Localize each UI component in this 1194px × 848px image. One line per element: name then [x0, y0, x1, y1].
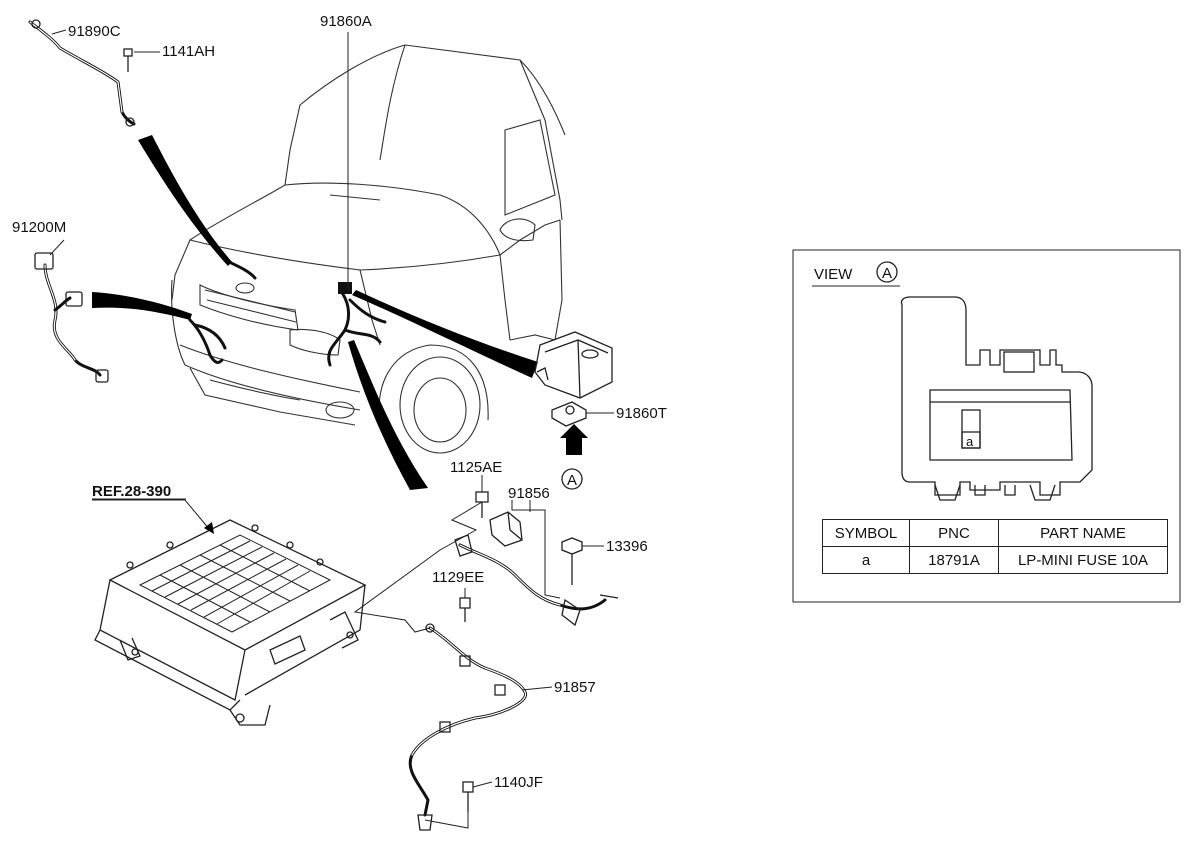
cell-pnc: 18791A	[909, 546, 999, 574]
part-91857-cable	[408, 623, 527, 831]
cell-part-name: LP-MINI FUSE 10A	[998, 546, 1168, 574]
label-91860a: 91860A	[320, 13, 372, 30]
label-1141ah: 1141AH	[162, 43, 215, 60]
part-91890c-cable	[28, 19, 136, 127]
vehicle-outline	[171, 44, 566, 454]
label-91200m: 91200M	[12, 219, 66, 236]
label-1125ae: 1125AE	[450, 459, 502, 476]
label-13396: 13396	[606, 538, 648, 555]
label-91857: 91857	[554, 679, 596, 696]
parts-table: SYMBOL PNC PART NAME a 18791A LP-MINI FU…	[822, 519, 1168, 574]
inverter-assembly	[94, 519, 367, 726]
label-91856: 91856	[508, 485, 550, 502]
header-symbol: SYMBOL	[822, 519, 910, 547]
part-91856-cable	[454, 511, 619, 627]
cell-symbol: a	[822, 546, 910, 574]
table-row: a 18791A LP-MINI FUSE 10A	[822, 546, 1168, 574]
view-panel: VIEW A a	[792, 249, 1181, 603]
part-fuse-box	[534, 331, 613, 399]
label-1129ee: 1129EE	[432, 569, 484, 586]
header-pnc: PNC	[909, 519, 999, 547]
part-91860t-holder	[551, 401, 587, 427]
label-1140jf: 1140JF	[494, 774, 543, 791]
label-ref: REF.28-390	[92, 483, 171, 500]
view-marker-a: A	[561, 468, 583, 490]
label-91890c: 91890C	[68, 23, 121, 40]
table-header-row: SYMBOL PNC PART NAME	[822, 519, 1168, 547]
view-title-marker: A	[882, 265, 892, 282]
header-part-name: PART NAME	[998, 519, 1168, 547]
leader-lines	[49, 29, 614, 829]
part-91200m-harness	[34, 252, 109, 383]
fuse-slot-a: a	[966, 434, 974, 449]
svg-text:A: A	[567, 472, 577, 489]
label-91860t: 91860T	[616, 405, 667, 422]
pointer-wedges	[92, 135, 588, 490]
view-title: VIEW	[814, 266, 853, 283]
